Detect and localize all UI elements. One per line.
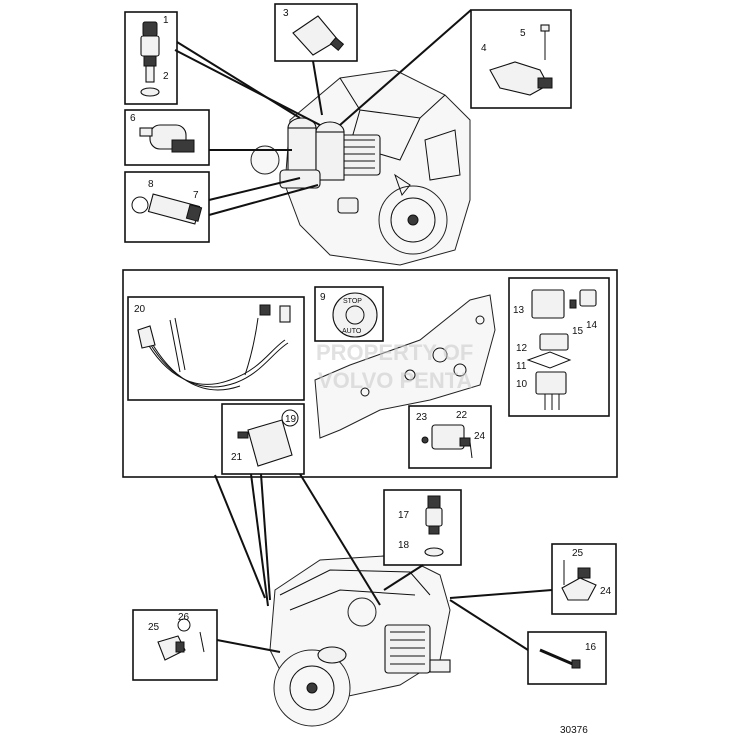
part-box-temp-sensor: 17 18 — [383, 489, 462, 566]
callout-19: 19 — [285, 414, 297, 425]
callout-11: 11 — [516, 361, 527, 372]
callout-2: 2 — [163, 71, 169, 82]
part-box-relay: 13 14 15 12 11 10 — [508, 277, 610, 417]
part-box-coolant-sensor: 1 2 — [124, 11, 178, 105]
callout-25-left: 25 — [148, 622, 160, 633]
callout-26: 26 — [178, 612, 190, 623]
callout-7: 7 — [193, 190, 199, 201]
lower-engine-illustration — [269, 554, 451, 727]
callout-4: 4 — [481, 43, 487, 54]
part-box-fuel-sensor: 6 — [124, 109, 210, 166]
part-box-stop-switch: STOP AUTO 9 — [314, 286, 384, 342]
lower-leader-lines — [214, 473, 553, 653]
callout-12: 12 — [516, 343, 528, 354]
part-box-camshaft-sensor: 5 4 — [470, 9, 572, 109]
upper-leader-lines — [174, 9, 472, 216]
callout-8: 8 — [148, 179, 154, 190]
callout-14: 14 — [586, 320, 598, 331]
callout-13: 13 — [513, 305, 525, 316]
part-box-speed-sensor-lower: 25 26 — [132, 609, 218, 681]
middle-frame — [122, 269, 618, 478]
part-box-exhaust-sensor: 16 — [527, 631, 607, 685]
callout-16: 16 — [585, 642, 597, 653]
part-box-pressure-sensor: 3 — [274, 3, 358, 62]
callout-21: 21 — [231, 452, 243, 463]
part-box-wiring-harness: 20 — [127, 296, 305, 401]
part-box-speed-sensor: 8 7 — [124, 171, 210, 243]
callout-10: 10 — [516, 379, 528, 390]
callout-25-right: 25 — [572, 548, 584, 559]
callout-5: 5 — [520, 28, 526, 39]
callout-20: 20 — [134, 304, 146, 315]
drawing-number: 30376 — [560, 725, 588, 736]
part-box-sensor-22: 22 23 24 — [408, 405, 492, 469]
auto-label: AUTO — [342, 328, 362, 335]
part-box-control-unit: 19 21 — [221, 403, 305, 475]
callout-23: 23 — [416, 412, 428, 423]
stop-label: STOP — [343, 298, 362, 305]
part-box-crank-sensor: 25 24 — [551, 543, 617, 615]
callout-1: 1 — [163, 15, 169, 26]
watermark-line-2: VOLVO PENTA — [318, 368, 473, 393]
callout-15: 15 — [572, 326, 584, 337]
callout-9: 9 — [320, 292, 326, 303]
callout-18: 18 — [398, 540, 410, 551]
callout-17: 17 — [398, 510, 410, 521]
callout-24-upper: 24 — [474, 431, 486, 442]
upper-engine-illustration — [250, 69, 471, 266]
mounting-bracket: PROPERTY OF VOLVO PENTA — [314, 294, 496, 439]
callout-24-lower: 24 — [600, 586, 612, 597]
callout-6: 6 — [130, 113, 136, 124]
watermark-line-1: PROPERTY OF — [316, 340, 473, 365]
callout-3: 3 — [283, 8, 289, 19]
callout-22: 22 — [456, 410, 468, 421]
